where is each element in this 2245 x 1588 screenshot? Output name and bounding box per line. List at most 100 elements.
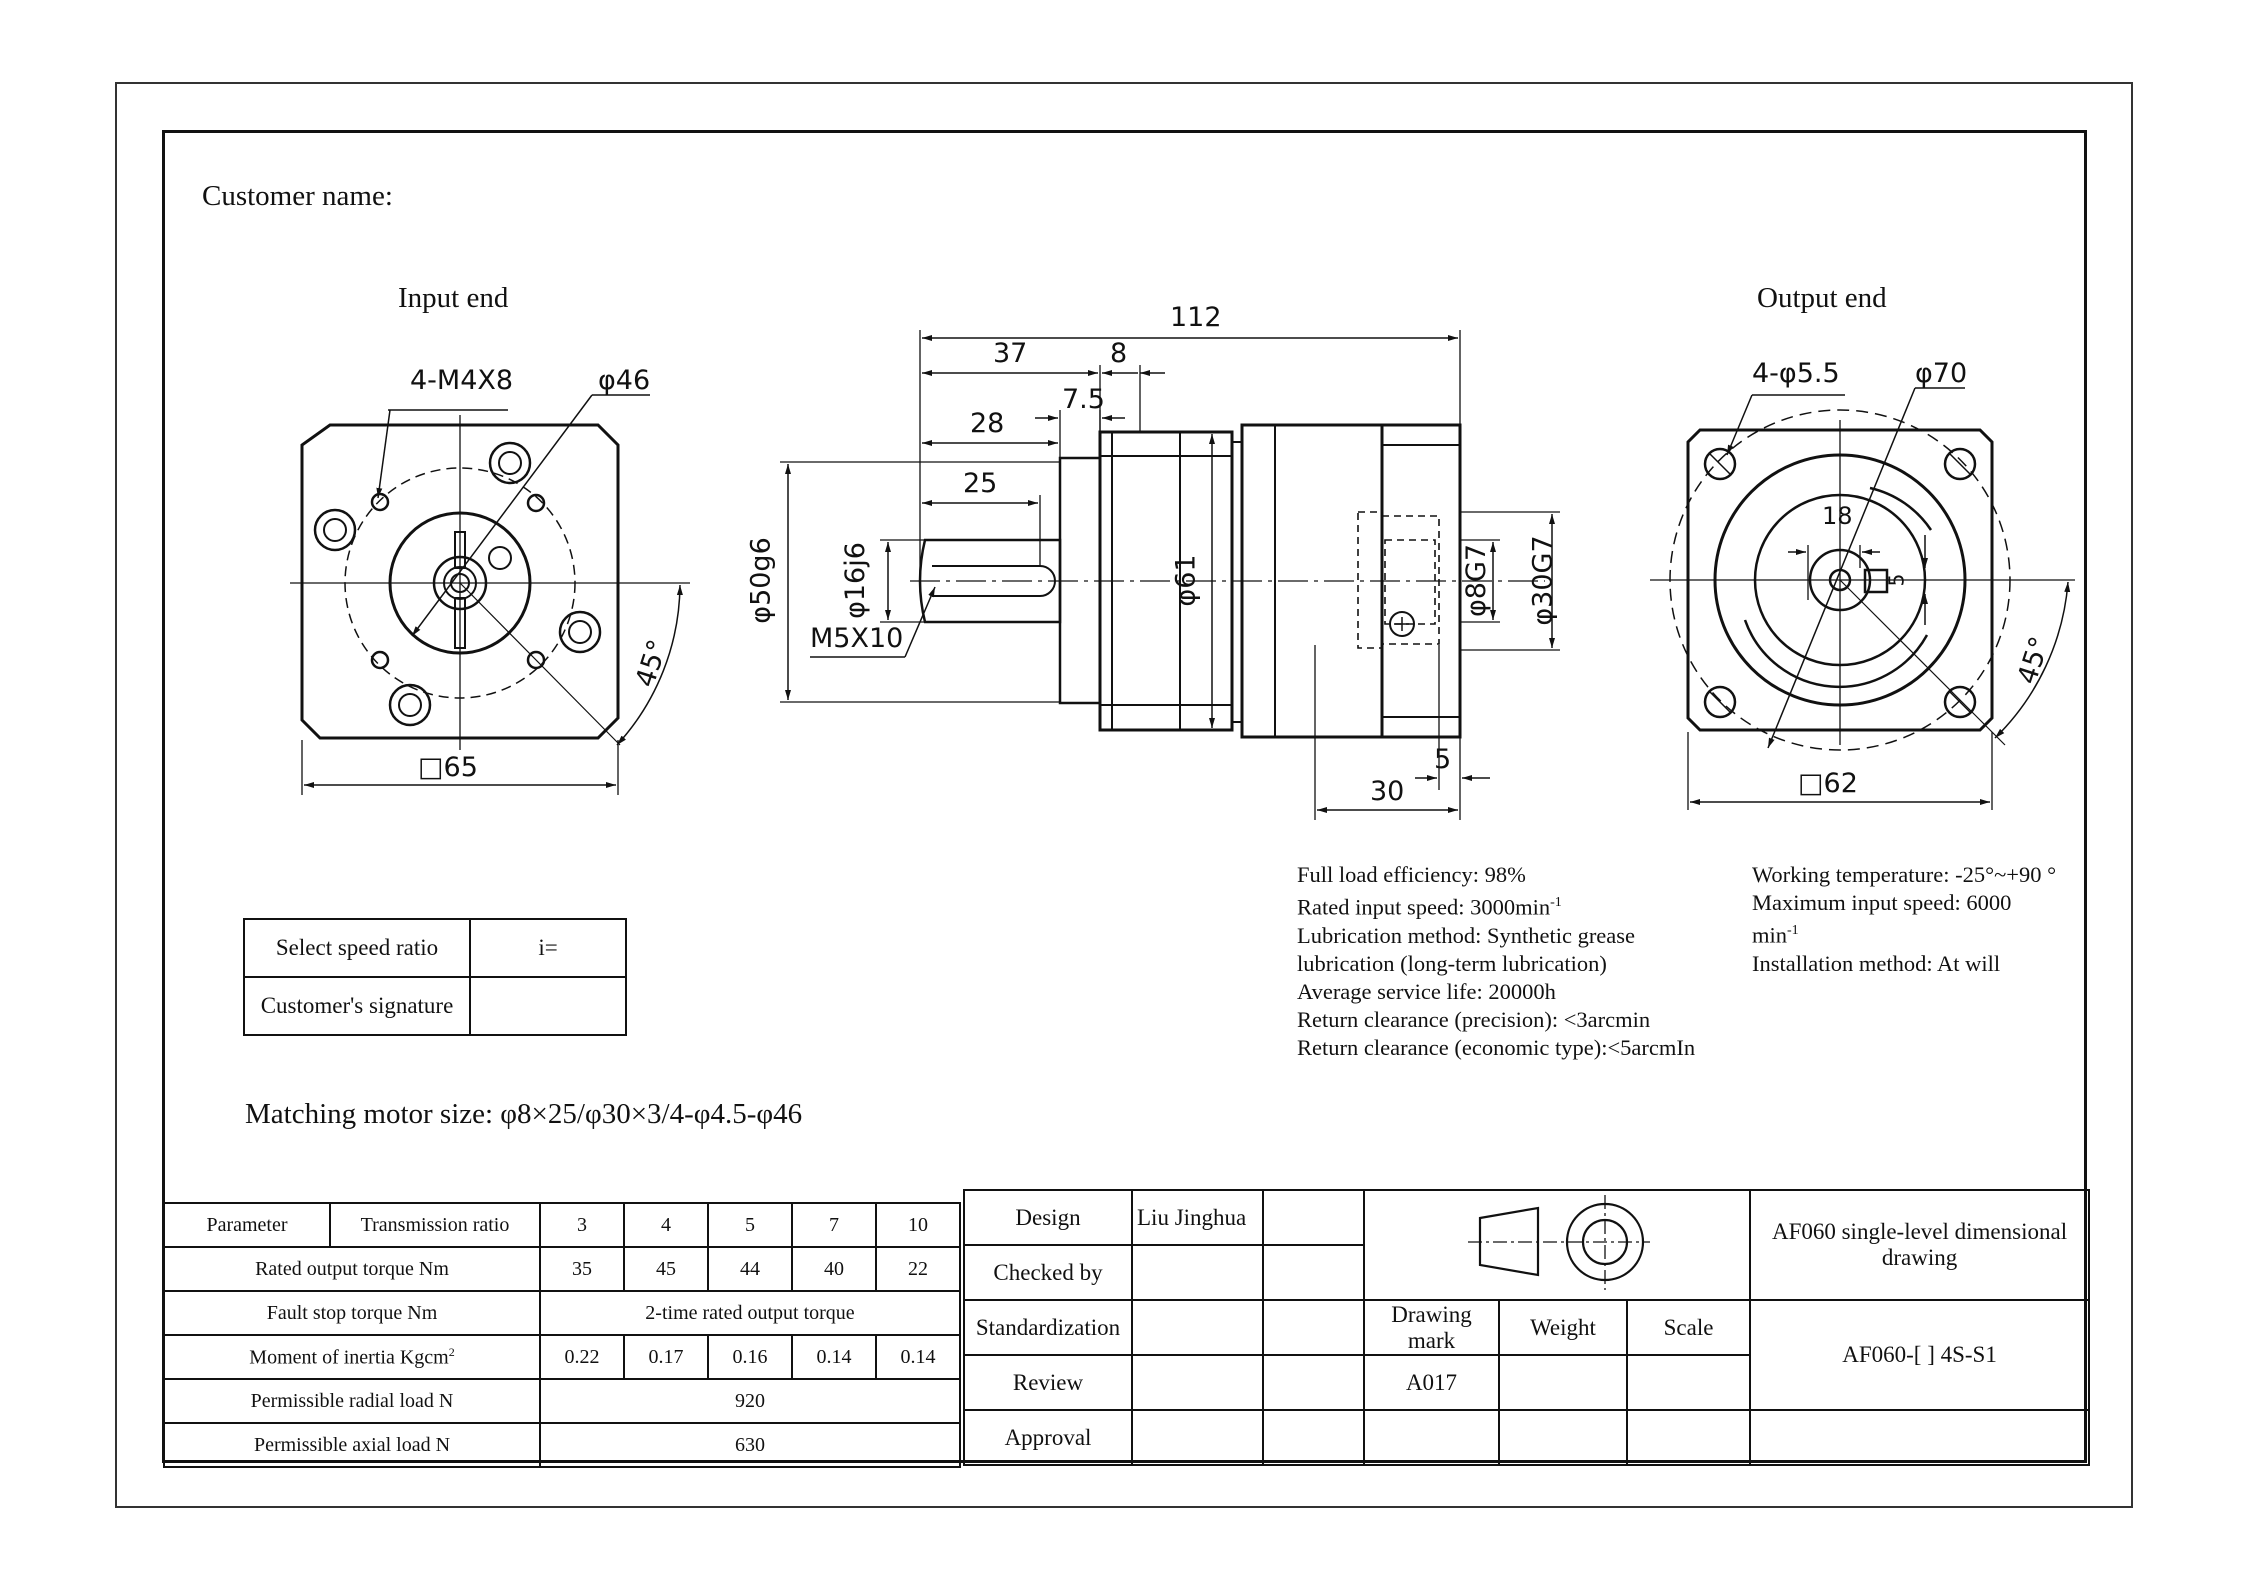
dim-5: 5 [1434, 744, 1452, 775]
weight-label: Weight [1498, 1299, 1628, 1356]
checked-by-date [1262, 1244, 1365, 1301]
output-holes-dimension: 4-φ5.5 [1752, 358, 1840, 389]
clearance-precision-text: Return clearance (precision): <3arcmin [1297, 1006, 1651, 1032]
checked-by-name [1131, 1244, 1264, 1301]
ratio-cell: 10 [875, 1202, 961, 1248]
dim-28: 28 [970, 408, 1005, 439]
input-bore-dimension: φ8G7 [1461, 543, 1493, 618]
dim-37: 37 [993, 338, 1028, 369]
drawing-mark-value: A017 [1363, 1354, 1500, 1411]
rated-torque-cell: 40 [791, 1246, 877, 1292]
title-block: Design Liu Jinghua AF060 single-level di… [963, 1189, 2091, 1466]
input-end-heading: Input end [398, 282, 509, 314]
inertia-cell: 0.14 [875, 1334, 961, 1380]
dim-7-5: 7.5 [1062, 384, 1105, 415]
approval-name [1131, 1409, 1264, 1466]
table-row: Permissible radial load N 920 [163, 1378, 961, 1424]
table-row: Standardization Drawing mark Weight Scal… [963, 1299, 2091, 1411]
specs-left: Full load efficiency: 98% Rated input sp… [1297, 861, 1695, 1062]
transmission-ratio-header: Transmission ratio [329, 1202, 541, 1248]
standardization-name [1131, 1299, 1264, 1356]
pilot-diameter-dimension: φ30G7 [1527, 535, 1559, 626]
review-date [1262, 1354, 1365, 1411]
inertia-cell: 0.14 [791, 1334, 877, 1380]
flange-diameter-dimension: φ50g6 [745, 537, 777, 624]
standardization-date [1262, 1299, 1365, 1356]
installation-text: Installation method: At will [1752, 950, 2001, 976]
working-temperature-text: Working temperature: -25°~+90 ° [1752, 862, 2057, 887]
output-end-view [1650, 387, 2075, 810]
fault-torque-label: Fault stop torque Nm [163, 1290, 541, 1336]
ratio-cell: 7 [791, 1202, 877, 1248]
table-row: Customer's signature [243, 976, 627, 1036]
efficiency-text: Full load efficiency: 98% [1297, 862, 1526, 887]
dim-8: 8 [1110, 338, 1128, 369]
table-row: Fault stop torque Nm 2-time rated output… [163, 1290, 961, 1336]
table-row: Moment of inertia Kgcm2 0.22 0.17 0.16 0… [163, 1334, 961, 1380]
input-tap-dimension: 4-M4X8 [410, 365, 514, 396]
drawing-title: AF060 single-level dimensional drawing [1749, 1189, 2091, 1301]
max-speed-unit: min-1 [1752, 922, 1799, 948]
approval-date [1262, 1409, 1365, 1466]
table-row: Parameter Transmission ratio 3 4 5 7 10 [163, 1202, 961, 1248]
radial-load-cell: 920 [539, 1378, 961, 1424]
rated-torque-cell: 45 [623, 1246, 709, 1292]
inertia-label: Moment of inertia Kgcm2 [163, 1334, 541, 1380]
shaft-diameter-dimension: φ16j6 [839, 542, 871, 619]
speed-ratio-field[interactable]: i= [469, 918, 627, 978]
service-life-text: Average service life: 20000h [1297, 978, 1556, 1004]
input-end-view [290, 394, 690, 795]
blank-cell [1363, 1409, 1500, 1466]
customer-name-label: Customer name: [202, 180, 393, 212]
scale-label: Scale [1625, 1299, 1752, 1356]
checked-by-label: Checked by [963, 1244, 1133, 1301]
standardization-label: Standardization [963, 1299, 1133, 1356]
blank-cell [1749, 1409, 2091, 1466]
signature-field[interactable] [469, 976, 627, 1036]
body-diameter-dimension: φ61 [1170, 554, 1202, 607]
designer-name: Liu Jinghua [1131, 1189, 1264, 1246]
dim-30: 30 [1370, 776, 1405, 807]
table-row: Review A017 [963, 1354, 2089, 1411]
parameter-header: Parameter [163, 1202, 331, 1248]
blank-cell [1498, 1409, 1628, 1466]
axial-load-label: Permissible axial load N [163, 1422, 541, 1468]
key-dimension: 5 [1884, 573, 1909, 587]
review-name [1131, 1354, 1264, 1411]
rated-torque-cell: 22 [875, 1246, 961, 1292]
part-number: AF060-[ ] 4S-S1 [1749, 1299, 2091, 1411]
rated-torque-label: Rated output torque Nm [163, 1246, 541, 1292]
design-label: Design [963, 1189, 1133, 1246]
ratio-cell: 3 [539, 1202, 625, 1248]
fault-torque-cell: 2-time rated output torque [539, 1290, 961, 1336]
table-row: Approval [963, 1409, 2091, 1466]
lubrication-text-2: lubrication (long-term lubrication) [1297, 950, 1607, 976]
matching-motor-size: Matching motor size: φ8×25/φ30×3/4-φ4.5-… [245, 1098, 803, 1130]
weight-value [1498, 1354, 1628, 1411]
table-row: Permissible axial load N 630 [163, 1422, 961, 1468]
axial-load-cell: 630 [539, 1422, 961, 1468]
output-square-dimension: □62 [1798, 768, 1858, 799]
outer-border [115, 82, 2133, 1508]
select-speed-ratio-label: Select speed ratio [243, 918, 471, 978]
specs-right: Working temperature: -25°~+90 ° Maximum … [1752, 861, 2056, 978]
approval-label: Approval [963, 1409, 1133, 1466]
design-date-cell [1262, 1189, 1365, 1246]
output-diameter-dimension: φ70 [1915, 358, 1968, 389]
table-row: Rated output torque Nm 35 45 44 40 22 [163, 1246, 961, 1292]
center-hole-dimension: M5X10 [810, 623, 904, 654]
rated-torque-cell: 35 [539, 1246, 625, 1292]
ratio-cell: 4 [623, 1202, 709, 1248]
rated-speed-text: Rated input speed: 3000min-1 [1297, 894, 1562, 920]
dim-25: 25 [963, 468, 998, 499]
review-label: Review [963, 1354, 1133, 1411]
output-end-heading: Output end [1757, 282, 1887, 314]
side-view [780, 330, 1560, 820]
scale-value [1625, 1354, 1752, 1411]
input-square-dimension: □65 [418, 752, 478, 783]
table-row: Select speed ratio i= [243, 918, 627, 978]
inertia-cell: 0.22 [539, 1334, 625, 1380]
input-diameter-dimension: φ46 [598, 365, 651, 396]
parameter-table: Parameter Transmission ratio 3 4 5 7 10 … [163, 1202, 961, 1468]
projection-symbol-cell [1362, 1189, 1752, 1301]
